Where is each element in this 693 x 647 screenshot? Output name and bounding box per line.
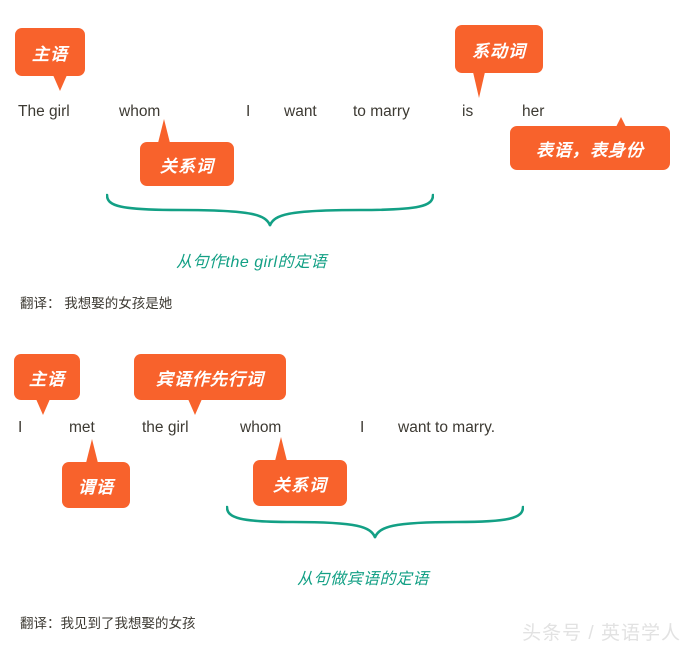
callout-badge-label: 关系词 (273, 475, 327, 495)
callout-pointer-icon (188, 399, 202, 415)
callout-badge-label: 表语，表身份 (536, 140, 644, 160)
curly-brace (106, 193, 434, 227)
sentence-word: The girl (18, 103, 70, 120)
callout-badge-subject-2[interactable]: 主语 (14, 354, 80, 415)
callout-pointer-icon (158, 119, 170, 143)
callout-badge-predicative[interactable]: 表语，表身份 (510, 117, 670, 170)
sentence-word: is (462, 103, 474, 120)
sentence-word: want to marry. (398, 419, 496, 436)
callout-badge-label: 关系词 (160, 156, 214, 176)
callout-badge-object-ante[interactable]: 宾语作先行词 (134, 354, 286, 415)
callout-pointer-icon (616, 117, 626, 127)
callout-badge-predicate-2[interactable]: 谓语 (62, 439, 130, 508)
brace-left-arm (106, 193, 272, 227)
sentence-word: to marry (353, 103, 410, 120)
callout-pointer-icon (36, 399, 50, 415)
translation-line: 翻译： 我想娶的女孩是她 (20, 296, 173, 311)
callout-pointer-icon (275, 437, 287, 461)
sentence-word: whom (119, 103, 161, 120)
callout-badge-label: 系动词 (472, 41, 526, 61)
callout-badge-label: 宾语作先行词 (156, 369, 264, 389)
sentence-word: want (284, 103, 317, 120)
sentence-word: I (18, 419, 23, 436)
sentence-word: whom (240, 419, 282, 436)
callout-badge-label: 主语 (32, 44, 68, 64)
callout-badge-linking-verb[interactable]: 系动词 (455, 25, 543, 98)
curly-brace (226, 505, 524, 539)
translation-line: 翻译：我见到了我想娶的女孩 (20, 616, 196, 631)
brace-left-arm (226, 505, 377, 539)
callout-badge-label: 谓语 (78, 477, 114, 497)
callout-badge-label: 主语 (29, 369, 65, 389)
clause-function-caption: 从句做宾语的定语 (297, 571, 430, 588)
sentence-word: her (522, 103, 545, 120)
brace-right-arm (268, 193, 434, 227)
callout-badge-relative-1[interactable]: 关系词 (140, 119, 234, 186)
sentence-word: I (246, 103, 251, 120)
brace-right-arm (373, 505, 524, 539)
callout-badge-relative-2[interactable]: 关系词 (253, 437, 347, 506)
callout-pointer-icon (86, 439, 98, 463)
sentence-word: the girl (142, 419, 189, 436)
clause-function-caption: 从句作the girl的定语 (176, 254, 328, 271)
sentence-word: I (360, 419, 365, 436)
watermark: 头条号 / 英语学人 (522, 623, 681, 644)
callout-pointer-icon (473, 72, 485, 98)
sentence-word: met (69, 419, 95, 436)
callout-badge-subject-1[interactable]: 主语 (15, 28, 85, 91)
callout-pointer-icon (53, 75, 67, 91)
